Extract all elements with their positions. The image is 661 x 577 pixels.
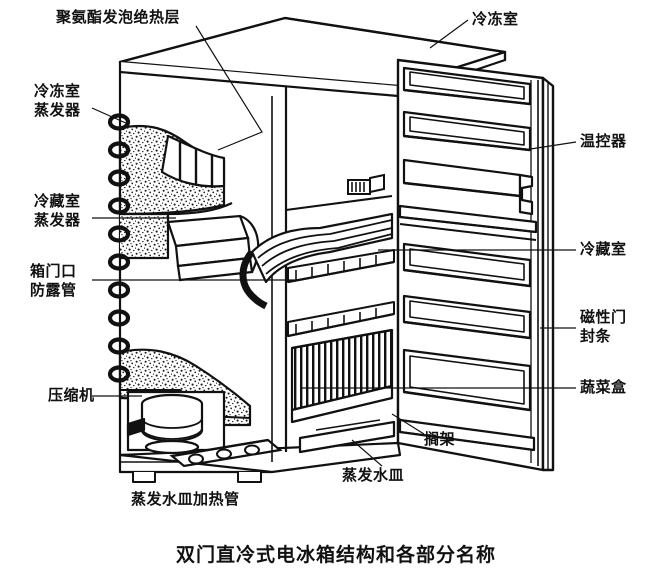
drain-pan-heater-tube — [169, 438, 283, 468]
wire-shelf-middle — [287, 301, 395, 338]
label-freezer-compartment: 冷冻室 — [472, 10, 519, 28]
figure-caption: 双门直冷式电冰箱结构和各部分名称 — [176, 544, 497, 566]
label-shelf: 搁架 — [424, 430, 456, 448]
label-drain-pan: 蒸发水皿 — [342, 466, 405, 484]
fridge-evaporator-plate — [166, 214, 260, 282]
label-insulation: 聚氨酯发泡绝热层 — [56, 8, 181, 26]
label-drain-pan-heater: 蒸发水皿加热管 — [131, 490, 240, 508]
freezer-evaporator-box — [239, 212, 394, 310]
insulation-foam-upper — [118, 124, 233, 260]
label-anti-dew-tube: 箱门口 防露管 — [30, 262, 77, 299]
leader-lines — [91, 19, 577, 467]
wire-shelf-upper — [287, 249, 395, 284]
label-compressor: 压缩机 — [48, 386, 95, 404]
label-freezer-evaporator: 冷冻室 蒸发器 — [34, 82, 81, 119]
label-vegetable-box: 蔬菜盒 — [580, 378, 627, 396]
vegetable-box — [290, 328, 394, 424]
thermostat-control — [347, 173, 385, 195]
label-fridge-evaporator: 冷藏室 蒸发器 — [34, 192, 81, 229]
label-thermostat: 温控器 — [580, 132, 627, 150]
cabinet-interior — [271, 86, 393, 462]
compressor-unit — [126, 390, 226, 455]
label-magnetic-door-seal: 磁性门 封条 — [580, 308, 627, 345]
door-bins — [398, 66, 538, 452]
label-fridge-compartment: 冷藏室 — [580, 240, 627, 258]
drain-pan — [298, 419, 396, 454]
